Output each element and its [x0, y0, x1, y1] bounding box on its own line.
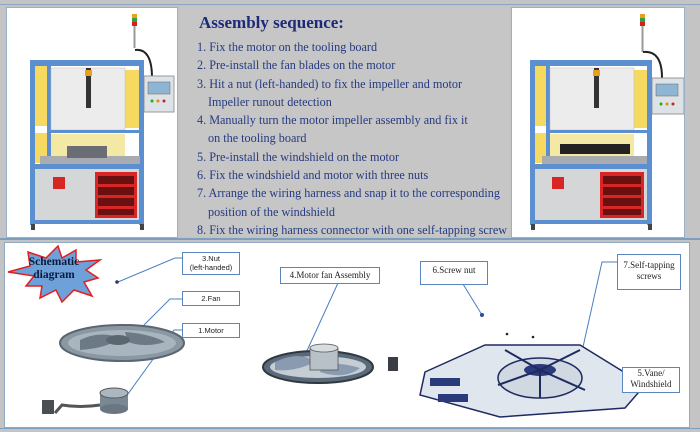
step-item-continuation: position of the windshield: [208, 204, 335, 219]
label-vane-line2: Windshield: [630, 379, 672, 389]
schematic-diagram-badge: Schematic diagram: [24, 256, 84, 282]
step-item: 4. Manually turn the motor impeller asse…: [197, 113, 468, 128]
label-screw-nut: 6.Screw nut: [420, 261, 488, 285]
badge-line-2: diagram: [33, 269, 75, 281]
label-vane-windshield: 5.Vane/ Windshield: [622, 367, 680, 393]
assembly-sequence-panel: Assembly sequence: 1. Fix the motor on t…: [181, 7, 509, 239]
starburst-badge-icon: [7, 244, 103, 304]
badge-line-1: Schematic: [28, 256, 80, 268]
label-assembly-text: 4.Motor fan Assembly: [289, 270, 371, 280]
step-item-continuation: Impeller runout detection: [208, 94, 332, 109]
label-fan: 2.Fan: [182, 291, 240, 306]
machine-illustration-right: [530, 14, 684, 230]
fan-illustration: [59, 324, 185, 362]
step-item: 6. Fix the windshield and motor with thr…: [197, 168, 429, 183]
label-screw-nut-text: 6.Screw nut: [432, 265, 476, 275]
label-motor-fan-assembly: 4.Motor fan Assembly: [280, 267, 380, 284]
top-border-line: [0, 4, 700, 5]
label-vane-line1: 5.Vane/: [637, 368, 665, 378]
step-item: 3. Hit a nut (left-handed) to fix the im…: [197, 76, 463, 91]
step-item-continuation: on the tooling board: [208, 131, 307, 146]
motor-fan-assembly-illustration: [262, 343, 398, 384]
label-self-tapping-screws: 7.Self-tapping screws: [617, 254, 681, 290]
right-machine-image: [511, 7, 685, 238]
assembly-sequence-title: Assembly sequence:: [199, 13, 344, 32]
step-item: 7. Arrange the wiring harness and snap i…: [197, 186, 500, 201]
label-screws-line1: 7.Self-tapping: [623, 260, 675, 270]
step-item: 5. Pre-install the windshield on the mot…: [197, 149, 400, 164]
motor-illustration: [42, 387, 129, 414]
label-nut: 3.Nut (left-handed): [182, 252, 240, 275]
windshield-illustration: [419, 344, 647, 418]
section-separator: [0, 238, 700, 240]
label-motor: 1.Motor: [182, 323, 240, 338]
step-item: 1. Fix the motor on the tooling board: [197, 40, 378, 54]
bottom-border-line: [0, 428, 700, 429]
machine-illustration-left: [30, 14, 175, 230]
label-screws-line2: screws: [636, 271, 662, 281]
label-nut-line2: (left-handed): [189, 263, 233, 272]
label-motor-text: 1.Motor: [198, 326, 224, 335]
step-item: 2. Pre-install the fan blades on the mot…: [197, 58, 396, 73]
label-fan-text: 2.Fan: [201, 294, 221, 303]
assembly-steps-list: 1. Fix the motor on the tooling board 2.…: [197, 38, 507, 239]
label-nut-line1: 3.Nut: [202, 254, 220, 263]
step-item: 8. Fix the wiring harness connector with…: [197, 222, 508, 237]
left-machine-image: [6, 7, 178, 238]
